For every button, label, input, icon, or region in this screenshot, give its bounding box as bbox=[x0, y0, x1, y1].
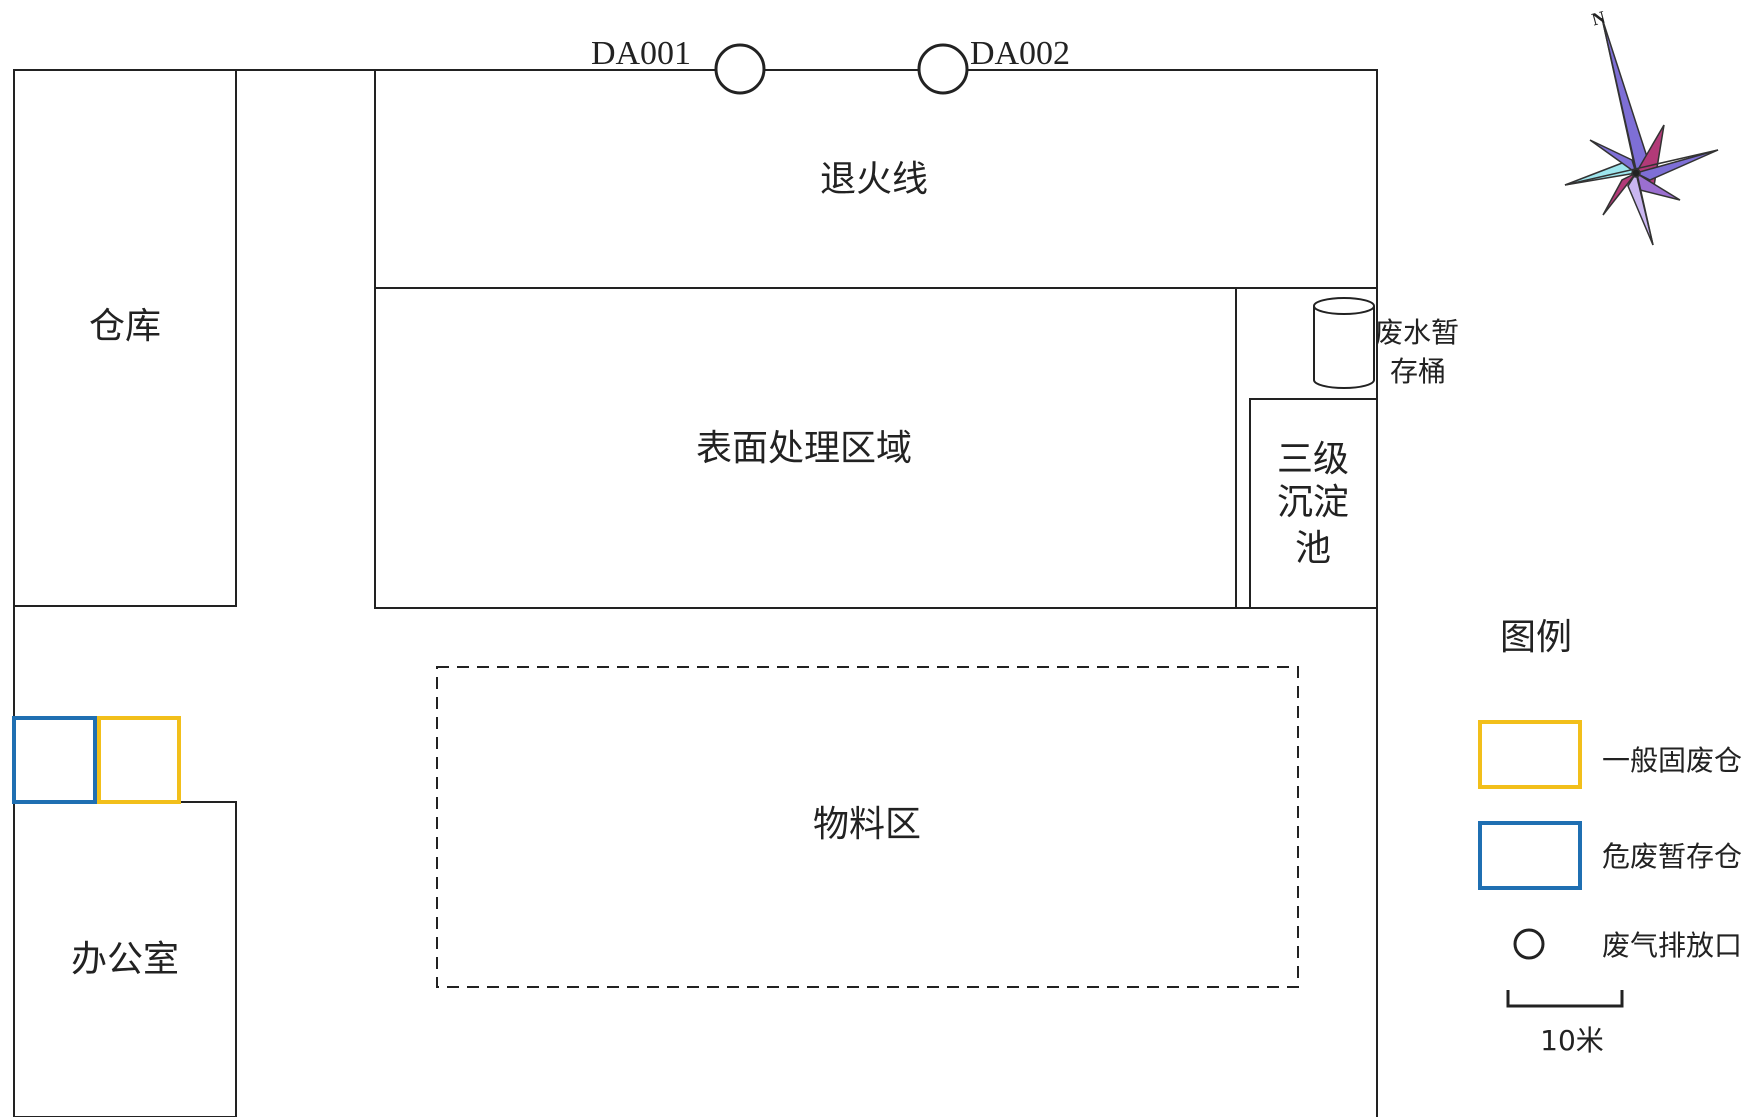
legend-hazardous-waste-label: 危废暂存仓 bbox=[1602, 840, 1742, 873]
annealing-line-label: 退火线 bbox=[820, 159, 928, 200]
compass-north-label: N bbox=[1590, 7, 1608, 30]
outlet-da002-icon bbox=[917, 43, 969, 95]
outlet-da001-icon bbox=[714, 43, 766, 95]
settling-tank-label-3: 池 bbox=[1295, 528, 1331, 569]
surface-treatment-label: 表面处理区域 bbox=[696, 428, 912, 469]
wastewater-bucket-label-2: 存桶 bbox=[1390, 355, 1446, 388]
wastewater-bucket-icon bbox=[1313, 297, 1375, 389]
office-label: 办公室 bbox=[71, 939, 179, 980]
settling-tank-block bbox=[1249, 398, 1378, 609]
wastewater-bucket-label-1: 废水暂 bbox=[1375, 316, 1459, 349]
scale-bar bbox=[1506, 990, 1624, 1008]
legend-exhaust-outlet-label: 废气排放口 bbox=[1602, 929, 1742, 962]
hazardous-waste-store bbox=[12, 716, 97, 804]
scale-bar-label: 10米 bbox=[1540, 1024, 1604, 1057]
legend-hazardous-waste-swatch bbox=[1478, 821, 1582, 890]
outlet-da002-label: DA002 bbox=[970, 35, 1070, 72]
legend-title: 图例 bbox=[1500, 617, 1572, 658]
material-area-block bbox=[436, 666, 1299, 988]
warehouse-block bbox=[13, 69, 237, 607]
settling-tank-label-2: 沉淀 bbox=[1277, 482, 1349, 523]
legend-general-waste-label: 一般固废仓 bbox=[1602, 744, 1742, 777]
compass-rose-icon bbox=[1564, 17, 1719, 246]
warehouse-label: 仓库 bbox=[89, 306, 161, 347]
legend-exhaust-outlet-icon bbox=[1513, 928, 1545, 960]
settling-tank-label-1: 三级 bbox=[1277, 439, 1349, 480]
site-boundary bbox=[13, 69, 1378, 1117]
general-waste-store bbox=[97, 716, 181, 804]
outlet-da001-label: DA001 bbox=[591, 35, 691, 72]
material-area-label: 物料区 bbox=[813, 804, 921, 845]
legend-general-waste-swatch bbox=[1478, 720, 1582, 789]
